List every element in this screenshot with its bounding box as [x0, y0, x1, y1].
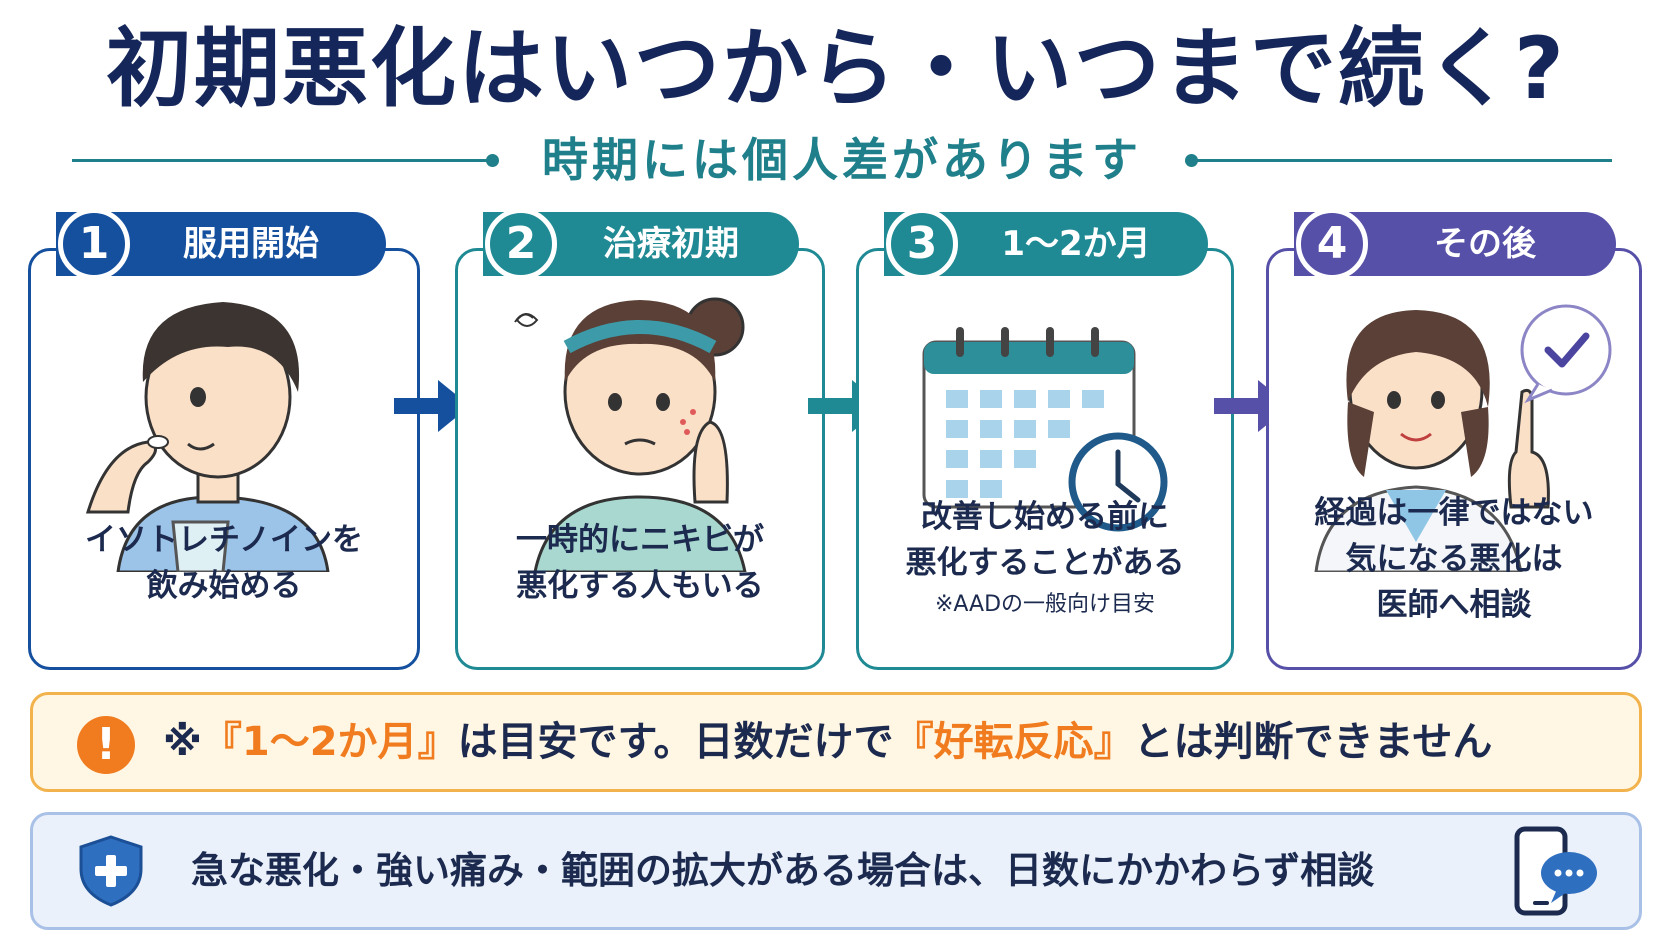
warning-open-bracket: 『: [201, 719, 242, 765]
divider-left: [72, 159, 492, 162]
caption-line: 悪化することがある: [905, 545, 1185, 581]
step-number: 4: [1296, 208, 1368, 280]
divider-dot-left: [486, 154, 499, 167]
step-1: 服用開始 1 イソトレチノインを 飲み始める: [28, 208, 420, 674]
caption-line: 経過は一律ではない: [1314, 495, 1594, 531]
step-caption: イソトレチノインを 飲み始める: [28, 517, 420, 609]
step-caption: 経過は一律ではない 気になる悪化は 医師へ相談: [1266, 490, 1642, 628]
warning-banner: ! ※『1〜2か月』は目安です。日数だけで『好転反応』とは判断できません: [30, 692, 1642, 792]
caption-line: 医師へ相談: [1376, 587, 1532, 623]
smartphone-chat-icon: [1514, 826, 1597, 916]
caption-line: 一時的にニキビが: [516, 522, 764, 558]
worried-woman-illustration: [514, 297, 747, 572]
consult-banner: 急な悪化・強い痛み・範囲の拡大がある場合は、日数にかかわらず相談: [30, 812, 1642, 930]
step-number: 3: [886, 208, 958, 280]
subtitle: 時期には個人差があります: [542, 133, 1142, 187]
divider-right: [1192, 159, 1612, 162]
subtitle-row: 時期には個人差があります: [72, 125, 1612, 195]
warning-text: ※『1〜2か月』は目安です。日数だけで『好転反応』とは判断できません: [163, 695, 1492, 789]
source-note: ※AADの一般向け目安: [934, 592, 1156, 617]
warning-middle: は目安です。日数だけで: [457, 719, 894, 765]
arrow-right-icon: [394, 380, 470, 432]
step-caption: 一時的にニキビが 悪化する人もいる: [455, 517, 825, 609]
warning-suffix: とは判断できません: [1133, 719, 1493, 765]
warning-prefix: ※: [163, 719, 202, 765]
shield-plus-icon: [79, 835, 143, 907]
page-title: 初期悪化はいつから・いつまで続く?: [106, 19, 1566, 119]
exclamation-icon: !: [77, 716, 135, 774]
consult-text: 急な悪化・強い痛み・範囲の拡大がある場合は、日数にかかわらず相談: [191, 849, 1375, 892]
step-3: 1〜2か月 3 改善し始める前に 悪化することがある ※AADの一般向け目安: [856, 208, 1234, 674]
warning-highlight-reaction: 好転反応: [933, 719, 1094, 765]
caption-line: イソトレチノインを: [84, 522, 364, 558]
divider-dot-right: [1185, 154, 1198, 167]
caption-line: 飲み始める: [146, 568, 302, 604]
doctor-illustration: [1314, 304, 1612, 572]
warning-open-bracket: 『: [893, 719, 934, 765]
step-4: その後 4 経過は一律ではない 気になる悪化は 医師へ相談: [1266, 208, 1642, 674]
step-2: 治療初期 2 一時的にニキビが 悪化する人もいる: [455, 208, 825, 674]
step-number: 1: [58, 208, 130, 280]
caption-line: 悪化する人もいる: [516, 568, 764, 604]
caption-line: 気になる悪化は: [1345, 541, 1563, 577]
warning-close-bracket: 』: [1093, 719, 1134, 765]
caption-line: 改善し始める前に: [921, 499, 1169, 535]
boy-taking-pill-illustration: [85, 302, 330, 572]
step-number: 2: [485, 208, 557, 280]
warning-close-bracket: 』: [417, 719, 458, 765]
calendar-clock-icon: [922, 327, 1168, 532]
warning-highlight-duration: 1〜2か月: [241, 719, 418, 765]
step-caption: 改善し始める前に 悪化することがある: [856, 494, 1234, 586]
